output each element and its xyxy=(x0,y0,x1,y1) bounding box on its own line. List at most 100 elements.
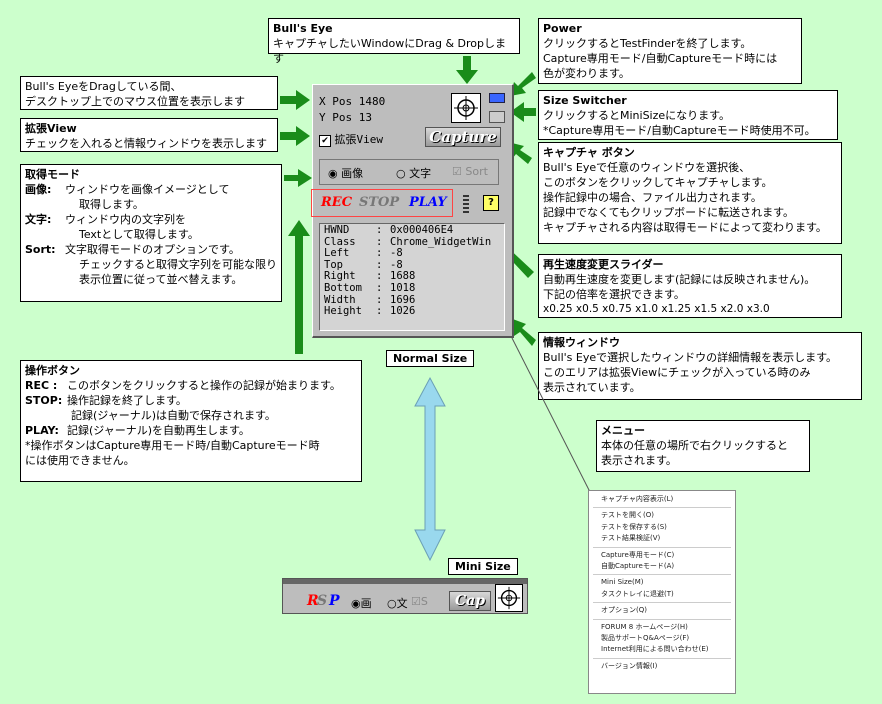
callout-title: Size Switcher xyxy=(543,94,627,107)
callout-menu: メニュー 本体の任意の場所で右クリックすると 表示されます。 xyxy=(596,420,810,472)
mini-title-bar xyxy=(283,579,527,584)
mode-text-radio[interactable]: ○ 文字 xyxy=(396,165,431,181)
callout-key: 文字: xyxy=(25,213,52,226)
info-row: Bottom:1018 xyxy=(324,281,500,295)
mini-mode-text-radio[interactable]: ○文 xyxy=(387,597,408,610)
callout-title: 再生速度変更スライダー xyxy=(543,258,664,271)
callout-key: PLAY: xyxy=(25,424,59,437)
mini-play-button[interactable]: P xyxy=(329,593,340,609)
menu-item[interactable]: Capture専用モード(C) xyxy=(601,550,675,559)
callout-title: 取得モード xyxy=(25,168,80,181)
mini-size-label: Mini Size xyxy=(448,558,518,575)
menu-item[interactable]: テスト結果検証(V) xyxy=(601,534,661,543)
callout-value: 記録(ジャーナル)は自動で保存されます。 xyxy=(71,409,276,422)
info-separator: : xyxy=(376,224,383,236)
mode-image-radio[interactable]: ◉ 画像 xyxy=(328,165,363,181)
callout-key: STOP: xyxy=(25,394,63,407)
info-value: 0x000406E4 xyxy=(390,224,454,236)
callout-line: 色が変わります。 xyxy=(543,67,630,80)
info-key: Height xyxy=(324,305,362,318)
size-switcher-button[interactable] xyxy=(489,111,505,123)
mini-capture-button[interactable]: Cap xyxy=(449,591,491,611)
info-row: Width:1696 xyxy=(324,293,500,307)
crosshair-icon xyxy=(454,96,478,120)
menu-item[interactable]: テストを保存する(S) xyxy=(601,522,667,531)
info-key: Width xyxy=(324,293,356,306)
mini-stop-button[interactable]: S xyxy=(317,593,328,609)
callout-line: PLAY:記録(ジャーナル)を自動再生します。 xyxy=(25,423,357,438)
callout-line: Textとして取得します。 xyxy=(25,227,277,242)
power-button[interactable] xyxy=(489,93,505,103)
menu-item[interactable]: Internet利用による問い合わせ(E) xyxy=(601,645,709,654)
callout-capture-button: キャプチャ ボタン Bull's Eyeで任意のウィンドウを選択後、 このボタン… xyxy=(538,142,842,244)
info-value: 1688 xyxy=(390,270,416,283)
callout-line: このボタンをクリックしてキャプチャします。 xyxy=(543,176,773,189)
callout-line: *操作ボタンはCapture専用モード時/自動Captureモード時 xyxy=(25,438,357,453)
menu-item[interactable]: タスクトレイに退避(T) xyxy=(601,589,674,598)
callout-line: 記録中でなくてもクリップボードに転送されます。 xyxy=(543,206,795,219)
callout-line: 表示位置に従って並べ替えます。 xyxy=(25,272,277,287)
info-key: Left xyxy=(324,247,350,260)
callout-line: STOP:操作記録を終了します。 xyxy=(25,393,357,408)
help-button[interactable]: ? xyxy=(483,195,499,211)
sort-checkbox[interactable]: ☑ Sort xyxy=(452,165,488,178)
callout-line: このエリアは拡張Viewにチェックが入っている時のみ xyxy=(543,366,811,379)
info-separator: : xyxy=(376,258,383,271)
menu-item[interactable]: オプション(Q) xyxy=(601,606,647,615)
callout-value: 表示位置に従って並べ替えます。 xyxy=(79,273,243,286)
menu-item[interactable]: テストを開く(O) xyxy=(601,511,654,520)
mini-bulls-eye-target[interactable] xyxy=(495,584,523,612)
menu-item[interactable]: 自動Captureモード(A) xyxy=(601,561,675,570)
callout-power: Power クリックするとTestFinderを終了します。 Capture専用… xyxy=(538,18,802,84)
speed-slider[interactable] xyxy=(463,195,469,213)
callout-line: 操作記録中の場合、ファイル出力されます。 xyxy=(543,191,762,204)
mini-mode-text-label: 文 xyxy=(396,597,408,610)
capture-mode-group: ◉ 画像 ○ 文字 ☑ Sort xyxy=(319,159,499,185)
menu-item[interactable]: 製品サポートQ&Aページ(F) xyxy=(601,633,690,642)
mini-rec-button[interactable]: R xyxy=(307,593,319,609)
capture-button[interactable]: Capture xyxy=(425,127,501,147)
callout-line: *Capture専用モード/自動Captureモード時使用不可。 xyxy=(543,124,816,137)
info-separator: : xyxy=(376,247,383,260)
radio-empty-icon: ○ xyxy=(396,167,406,180)
stop-button[interactable]: STOP xyxy=(359,195,400,210)
menu-item[interactable]: キャプチャ内容表示(L) xyxy=(601,495,674,503)
mode-text-label: 文字 xyxy=(409,167,432,180)
mini-mode-image-radio[interactable]: ◉画 xyxy=(351,597,372,610)
menu-item[interactable]: FORUM 8 ホームページ(H) xyxy=(601,622,688,631)
callout-title: 情報ウィンドウ xyxy=(543,336,620,349)
callout-body: チェックを入れると情報ウィンドウを表示します xyxy=(25,137,267,150)
callout-value: 取得します。 xyxy=(79,198,144,211)
menu-item[interactable]: バージョン情報(I) xyxy=(601,661,658,670)
mini-sort-checkbox[interactable]: ☑S xyxy=(411,595,428,608)
rec-button[interactable]: REC xyxy=(321,195,353,210)
callout-line: チェックすると取得文字列を可能な限り xyxy=(25,257,277,272)
play-button[interactable]: PLAY xyxy=(409,195,447,210)
info-key: Class xyxy=(324,235,356,248)
info-value: 1018 xyxy=(390,281,416,294)
callout-speed-slider: 再生速度変更スライダー 自動再生速度を変更します(記録には反映されません)。 下… xyxy=(538,254,842,318)
menu-item[interactable]: Mini Size(M) xyxy=(601,578,644,587)
callout-line: Bull's EyeをDragしている間、 xyxy=(25,80,182,93)
mini-size-window[interactable]: R S P ◉画 ○文 ☑S Cap xyxy=(282,578,528,614)
callout-line: Bull's Eyeで任意のウィンドウを選択後、 xyxy=(543,161,751,174)
info-key: Top xyxy=(324,258,343,271)
callout-key: Sort: xyxy=(25,243,56,256)
menu-separator xyxy=(593,574,731,576)
callout-line: クリックするとMiniSizeになります。 xyxy=(543,109,731,122)
callout-drag-position: Bull's EyeをDragしている間、 デスクトップ上でのマウス位置を表示し… xyxy=(20,76,278,110)
callout-line: Sort:文字取得モードのオプションです。 xyxy=(25,242,277,257)
callout-line: には使用できません。 xyxy=(25,453,357,468)
callout-line: 本体の任意の場所で右クリックすると xyxy=(601,439,788,452)
testfinder-window[interactable]: X Pos 1480 Y Pos 13 ✔ 拡張View Capture ◉ 画… xyxy=(311,84,514,338)
info-separator: : xyxy=(376,281,383,294)
crosshair-icon xyxy=(497,586,521,610)
callout-line: x0.25 x0.5 x0.75 x1.0 x1.25 x1.5 x2.0 x3… xyxy=(543,303,770,315)
callout-title: Bull's Eye xyxy=(273,22,333,35)
kakucho-view-checkbox[interactable]: ✔ 拡張View xyxy=(319,131,383,147)
bulls-eye-target[interactable] xyxy=(451,93,481,123)
callout-line: キャプチャされる内容は取得モードによって変わります。 xyxy=(543,221,827,234)
checkbox-checked-icon: ✔ xyxy=(319,135,331,147)
callout-line: 下記の倍率を選択できます。 xyxy=(543,288,685,301)
